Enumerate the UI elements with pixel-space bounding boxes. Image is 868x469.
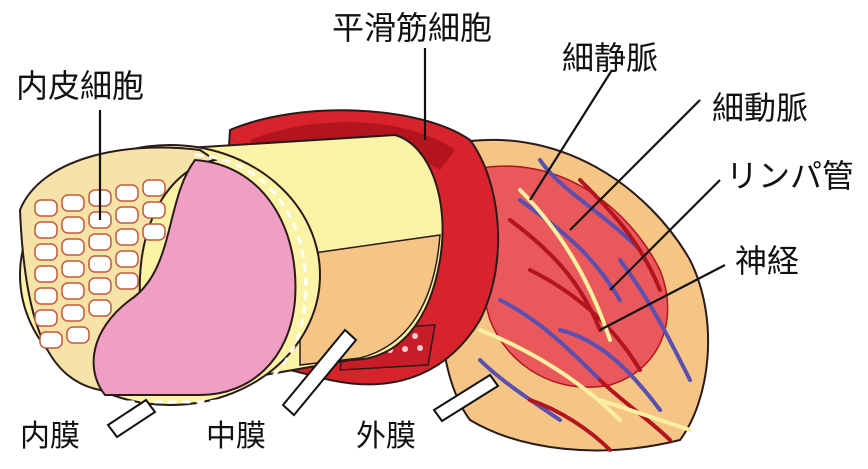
- label-venule: 細静脈: [562, 42, 658, 74]
- label-endothelial-cell: 内皮細胞: [16, 70, 144, 102]
- label-tunica-adventitia: 外膜: [356, 422, 416, 452]
- label-tunica-media: 中膜: [206, 422, 266, 452]
- label-nerve: 神経: [735, 245, 799, 277]
- bracket-intima: [108, 400, 155, 437]
- label-lymph-vessel: リンパ管: [726, 160, 854, 192]
- label-arteriole: 細動脈: [712, 92, 808, 124]
- label-tunica-intima: 内膜: [20, 422, 80, 452]
- label-smooth-muscle-cell: 平滑筋細胞: [332, 12, 492, 44]
